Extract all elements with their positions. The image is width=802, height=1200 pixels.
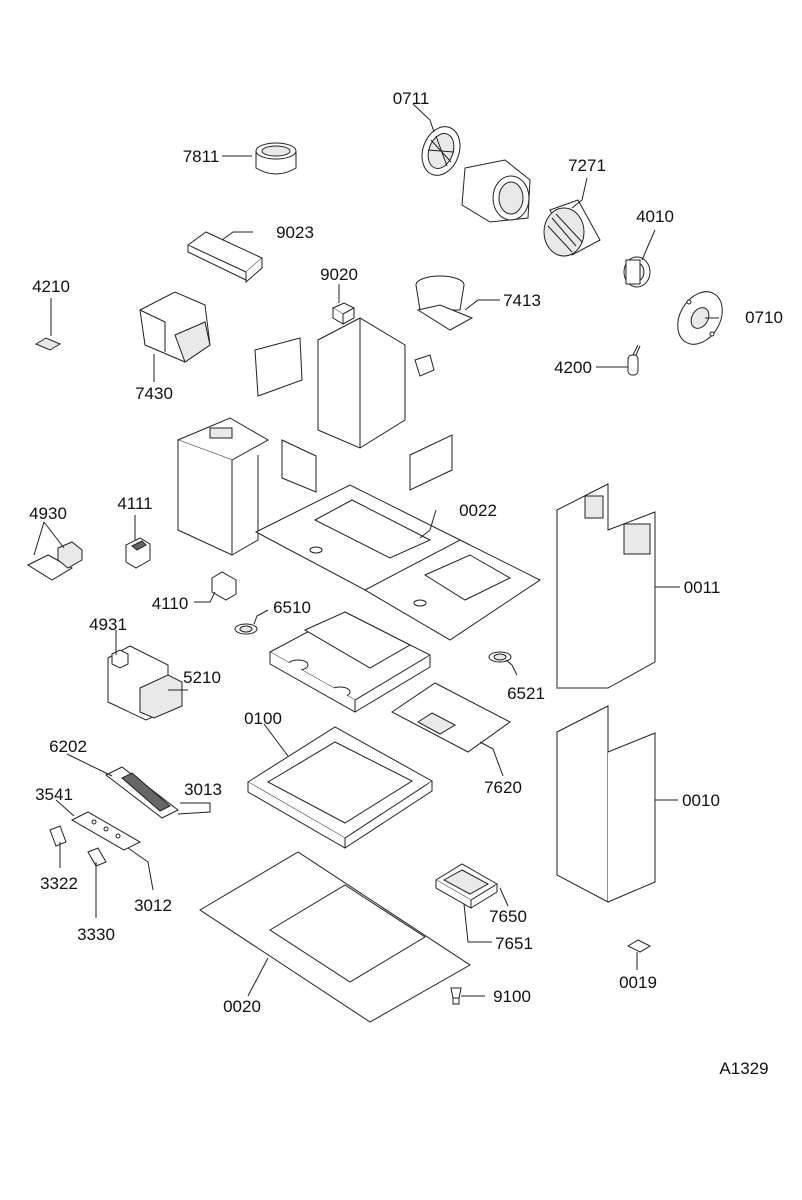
part-label-3013: 3013 [184, 780, 222, 799]
part-label-5210: 5210 [183, 668, 221, 687]
part-6521-lamp [488, 651, 512, 663]
part-4200-capacitor [627, 344, 641, 376]
part-label-0100: 0100 [244, 709, 282, 728]
part-blower-housing [461, 159, 531, 223]
part-label-0010: 0010 [682, 791, 720, 810]
part-label-0019: 0019 [619, 973, 657, 992]
part-label-0020: 0020 [223, 997, 261, 1016]
part-label-3330: 3330 [77, 925, 115, 944]
part-0711-grille [421, 126, 461, 176]
drawing-code: A1329 [719, 1059, 768, 1078]
part-7413-flange [415, 275, 474, 331]
part-label-3012: 3012 [134, 896, 172, 915]
part-label-7811: 7811 [183, 147, 220, 166]
part-6202-strip [105, 766, 179, 819]
part-label-7413: 7413 [503, 291, 541, 310]
part-labels: 0711 7811 7271 4010 9023 4210 9020 7413 … [29, 89, 783, 1016]
part-9020-bracket [331, 302, 356, 325]
part-0010-lower-chimney [556, 705, 656, 903]
part-5210-pcb [139, 674, 183, 719]
part-motor-mount-frame [254, 317, 435, 449]
part-7650-filter [435, 863, 498, 909]
part-label-4010: 4010 [636, 207, 674, 226]
part-label-7651: 7651 [495, 934, 533, 953]
part-3322-knob [49, 825, 67, 847]
part-upper-cabinet [176, 417, 270, 556]
part-4210-clip [34, 337, 62, 351]
leader-lines [33, 103, 719, 997]
part-label-4110: 4110 [152, 594, 189, 613]
part-4010-motor [623, 256, 651, 288]
part-label-4111: 4111 [117, 494, 152, 513]
part-3330-knob [87, 847, 107, 867]
part-label-7430: 7430 [135, 384, 173, 403]
part-label-4931: 4931 [89, 615, 127, 634]
part-label-6202: 6202 [49, 737, 87, 756]
part-label-9100: 9100 [493, 987, 531, 1006]
part-3012-panel [70, 811, 142, 851]
part-7271-fan-wheel [543, 199, 601, 257]
part-6510-lamp [234, 623, 258, 635]
part-label-3322: 3322 [40, 874, 78, 893]
part-4930-terminal [26, 541, 83, 581]
part-4110-switch [211, 571, 237, 601]
part-4111-switch [125, 537, 151, 569]
part-side-panels [281, 434, 453, 493]
part-7620-filter [391, 682, 511, 753]
part-9023-bracket [187, 231, 263, 284]
part-label-7271: 7271 [568, 156, 606, 175]
part-label-9020: 9020 [320, 265, 358, 284]
part-label-4200: 4200 [554, 358, 592, 377]
part-label-4930: 4930 [29, 504, 67, 523]
part-label-3541: 3541 [35, 785, 73, 804]
part-label-7620: 7620 [484, 778, 522, 797]
part-0011-upper-chimney [556, 483, 656, 689]
part-label-0711: 0711 [393, 89, 430, 108]
part-7430-housing [139, 291, 211, 363]
part-label-6521: 6521 [507, 684, 545, 703]
part-0100-frame [247, 726, 433, 849]
part-0710-plate [677, 291, 723, 345]
part-label-0710: 0710 [745, 308, 783, 327]
part-label-4210: 4210 [32, 277, 70, 296]
part-0019-label [626, 939, 652, 953]
part-fan-tray [268, 611, 432, 713]
part-label-0011: 0011 [684, 578, 721, 597]
part-label-6510: 6510 [273, 598, 311, 617]
part-second-panel [363, 539, 541, 641]
part-0020-canopy [199, 851, 471, 1023]
part-7811-ring [255, 142, 297, 175]
part-label-9023: 9023 [276, 223, 314, 242]
part-9100-screw [450, 987, 462, 1005]
part-label-0022: 0022 [459, 501, 497, 520]
part-label-7650: 7650 [489, 907, 527, 926]
